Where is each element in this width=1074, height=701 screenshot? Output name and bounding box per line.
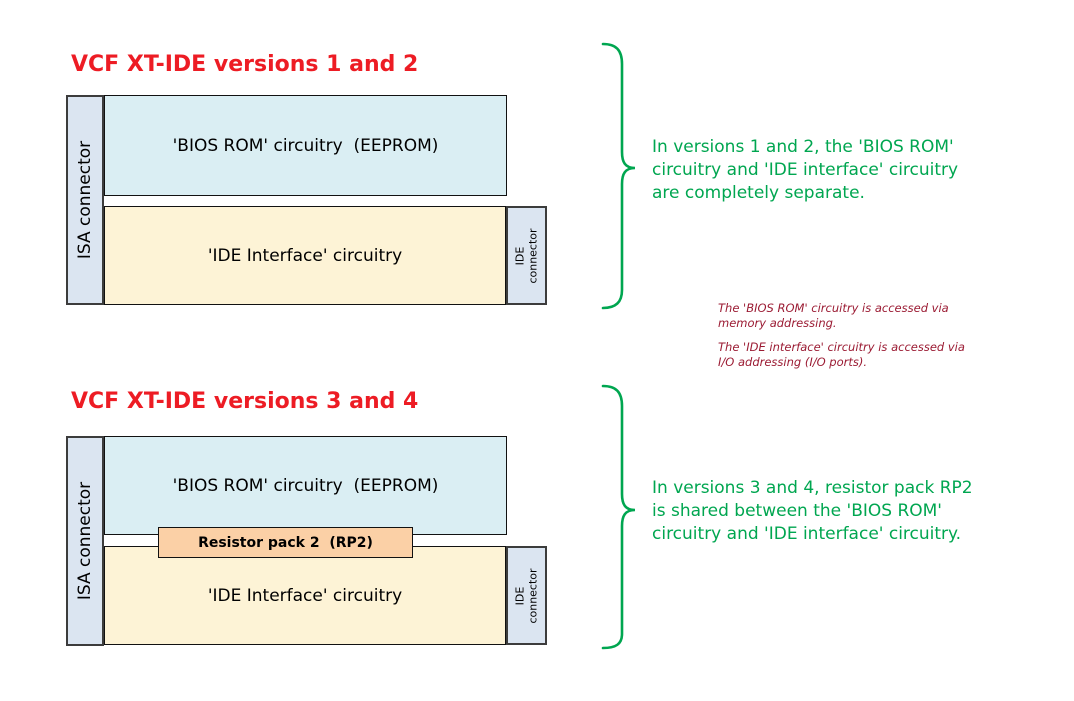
section2-note: In versions 3 and 4, resistor pack RP2 i… xyxy=(652,478,973,544)
section2-ide-connector-label: IDE connector xyxy=(513,567,540,624)
section2-bios-rom-box: 'BIOS ROM' circuitry (EEPROM) xyxy=(104,436,507,535)
footnote-ide-access: The 'IDE interface' circuitry is accesse… xyxy=(718,340,965,369)
section1-curly-brace xyxy=(601,42,636,310)
section2-bios-rom-label: 'BIOS ROM' circuitry (EEPROM) xyxy=(172,475,439,496)
section2-curly-brace xyxy=(601,384,636,650)
section2-title: VCF XT-IDE versions 3 and 4 xyxy=(71,389,419,414)
section1-bios-rom-box: 'BIOS ROM' circuitry (EEPROM) xyxy=(104,95,507,196)
section2-isa-connector-box: ISA connector xyxy=(66,436,104,646)
section2-resistor-pack-box: Resistor pack 2 (RP2) xyxy=(158,527,413,558)
section1-isa-connector-label: ISA connector xyxy=(75,140,95,260)
section2-isa-connector-label: ISA connector xyxy=(75,481,95,601)
section1-isa-connector-box: ISA connector xyxy=(66,95,104,305)
section2-ide-interface-label: 'IDE Interface' circuitry xyxy=(207,585,403,606)
footnote-bios-rom-access: The 'BIOS ROM' circuitry is accessed via… xyxy=(718,301,949,330)
section1-ide-interface-box: 'IDE Interface' circuitry xyxy=(104,206,506,305)
section2-ide-interface-box: 'IDE Interface' circuitry xyxy=(104,546,506,645)
section1-note: In versions 1 and 2, the 'BIOS ROM' circ… xyxy=(652,137,959,203)
section2-ide-connector-box: IDE connector xyxy=(506,546,547,645)
section2-resistor-pack-label: Resistor pack 2 (RP2) xyxy=(198,534,373,551)
section1-title: VCF XT-IDE versions 1 and 2 xyxy=(71,52,419,77)
section1-ide-connector-label: IDE connector xyxy=(513,227,540,284)
section1-ide-connector-box: IDE connector xyxy=(506,206,547,305)
section1-ide-interface-label: 'IDE Interface' circuitry xyxy=(207,245,403,266)
section1-bios-rom-label: 'BIOS ROM' circuitry (EEPROM) xyxy=(172,135,439,156)
